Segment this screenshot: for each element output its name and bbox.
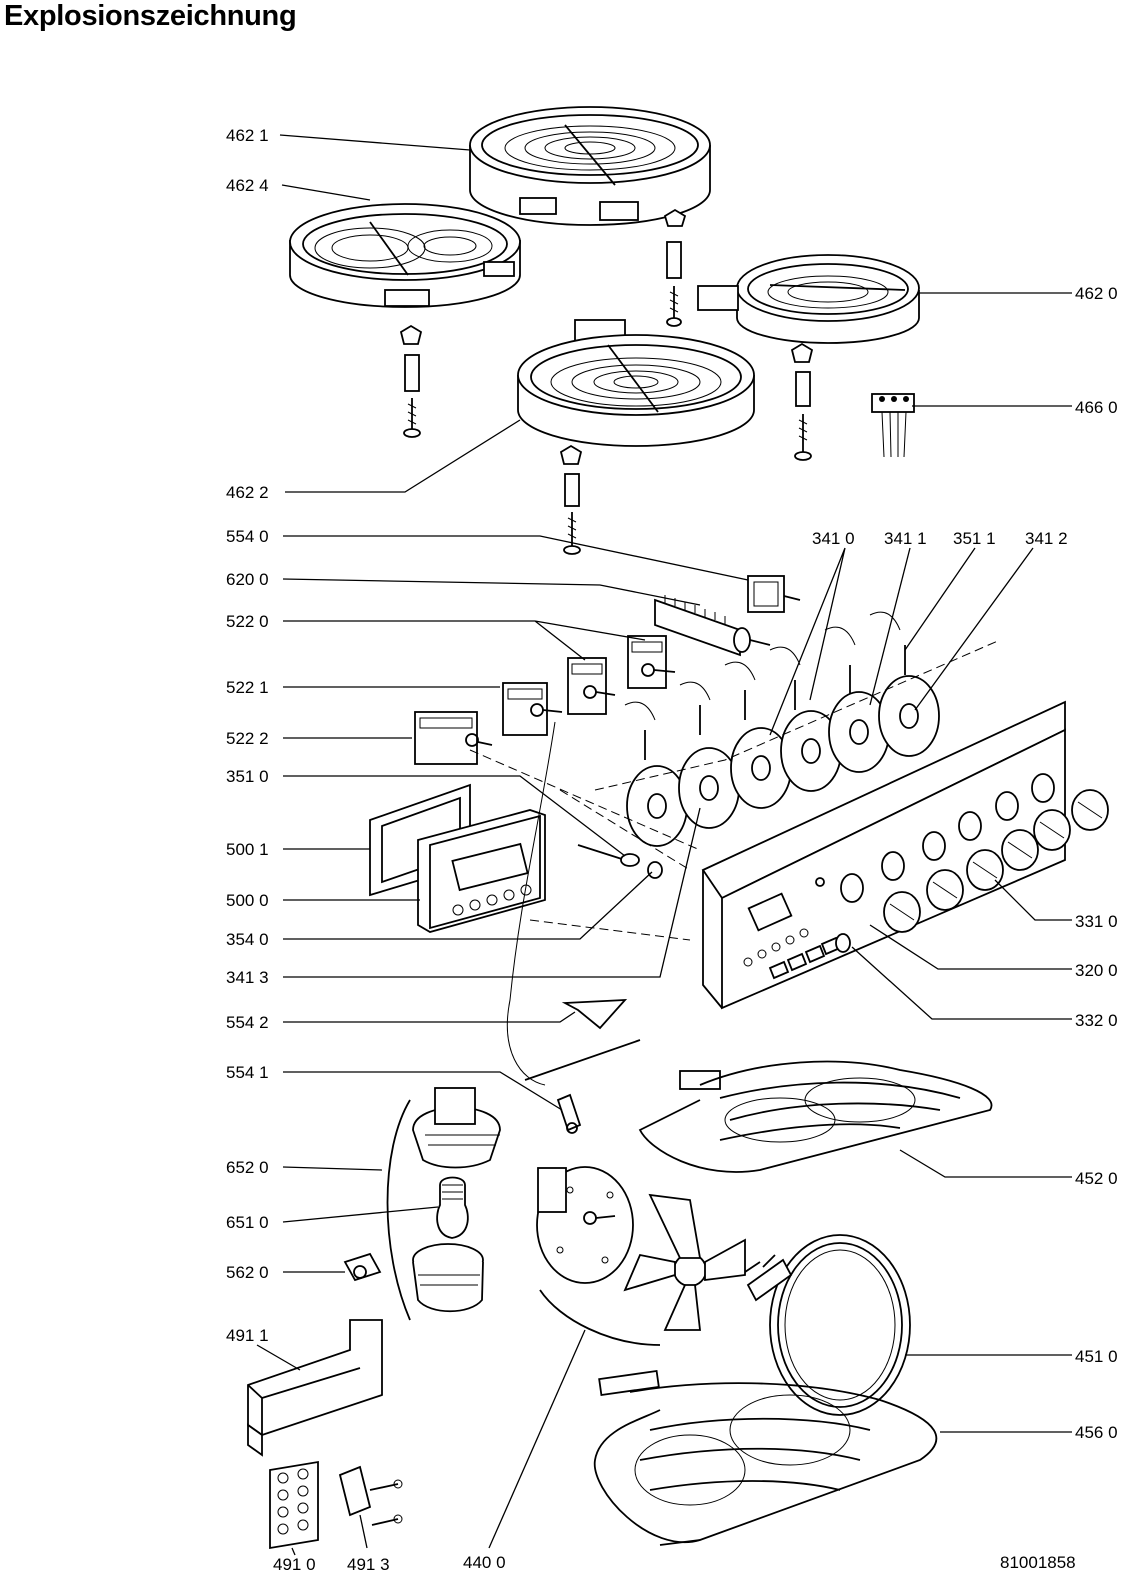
label-4660: 466 0 <box>1075 398 1118 417</box>
label-5541: 554 1 <box>226 1063 269 1082</box>
fixing-set-3 <box>790 342 814 461</box>
fan-blade <box>623 1193 746 1331</box>
label-4911: 491 1 <box>226 1326 269 1345</box>
selector-6200 <box>654 595 771 657</box>
bracket-4911 <box>247 1319 383 1457</box>
grill-element-4520 <box>638 1060 993 1173</box>
label-3412: 341 2 <box>1025 529 1068 548</box>
label-5542: 554 2 <box>226 1013 269 1032</box>
label-5620: 562 0 <box>226 1263 269 1282</box>
label-3410: 341 0 <box>812 529 855 548</box>
label-5540: 554 0 <box>226 527 269 546</box>
trim-discs <box>626 675 940 847</box>
label-3413: 341 3 <box>226 968 269 987</box>
label-3200: 320 0 <box>1075 961 1118 980</box>
label-3540: 354 0 <box>226 930 269 949</box>
hotplate-4621 <box>469 106 711 226</box>
lamp-bulb-6510 <box>436 1176 469 1239</box>
label-4560: 456 0 <box>1075 1423 1118 1442</box>
connector-4660 <box>871 393 915 458</box>
label-3511: 351 1 <box>953 529 996 548</box>
hotplate-4620 <box>697 254 920 344</box>
label-4624: 462 4 <box>226 176 269 195</box>
hotplate-4622 <box>517 319 755 447</box>
label-6510: 651 0 <box>226 1213 269 1232</box>
label-4622: 462 2 <box>226 483 269 502</box>
fan-motor-4400 <box>536 1166 661 1346</box>
label-4510: 451 0 <box>1075 1347 1118 1366</box>
label-6520: 652 0 <box>226 1158 269 1177</box>
label-3310: 331 0 <box>1075 912 1118 931</box>
part-labels: 462 1 462 4 462 0 466 0 462 2 554 0 341 … <box>226 126 1118 1574</box>
hotplate-4624 <box>289 203 521 308</box>
cable-clamp-4913 <box>338 1465 403 1526</box>
regulator-5220a <box>627 635 676 689</box>
label-4520: 452 0 <box>1075 1169 1118 1188</box>
terminal-block-4910 <box>269 1460 319 1550</box>
bottom-element-4560 <box>593 1370 938 1546</box>
label-4620: 462 0 <box>1075 284 1118 303</box>
label-6200: 620 0 <box>226 570 269 589</box>
label-5000: 500 0 <box>226 891 269 910</box>
label-4621: 462 1 <box>226 126 269 145</box>
label-3510: 351 0 <box>226 767 269 786</box>
label-3320: 332 0 <box>1075 1011 1118 1030</box>
page-title: Explosionszeichnung <box>4 0 297 32</box>
timer-5000 <box>369 783 546 933</box>
clip-5541 <box>524 1039 641 1134</box>
push-buttons-3320 <box>768 933 851 980</box>
clip-5620 <box>343 1252 382 1282</box>
regulator-5221 <box>502 682 563 736</box>
leader-lines <box>256 134 1072 1556</box>
regulator-5220b <box>567 657 616 715</box>
switch-5540 <box>747 575 801 613</box>
ring-element-4510 <box>744 1234 911 1416</box>
fixing-set-1 <box>663 208 687 327</box>
label-5220: 522 0 <box>226 612 269 631</box>
lampholders <box>624 611 906 760</box>
drawing-number: 81001858 <box>1000 1553 1076 1572</box>
regulator-5222 <box>414 711 493 765</box>
fixing-set-4 <box>559 444 583 555</box>
label-5001: 500 1 <box>226 840 269 859</box>
label-4910: 491 0 <box>273 1555 316 1574</box>
fixing-set-2 <box>399 324 423 438</box>
label-4913: 491 3 <box>347 1555 390 1574</box>
knobs-3310 <box>883 789 1109 933</box>
bracket-5542 <box>561 998 628 1030</box>
lamp-cover <box>412 1243 484 1313</box>
label-3411: 341 1 <box>884 529 927 548</box>
lamp-housing-6520 <box>386 1087 501 1321</box>
label-5222: 522 2 <box>226 729 269 748</box>
label-5221: 522 1 <box>226 678 269 697</box>
control-panel-3200 <box>701 700 1066 1010</box>
label-4400: 440 0 <box>463 1553 506 1572</box>
